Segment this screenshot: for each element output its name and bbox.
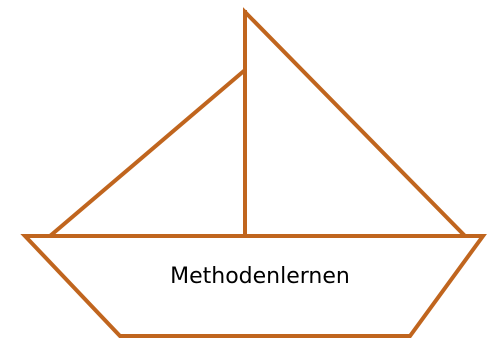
left-sail <box>50 70 245 236</box>
hull-label: Methodenlernen <box>170 264 350 289</box>
right-sail <box>245 12 465 236</box>
